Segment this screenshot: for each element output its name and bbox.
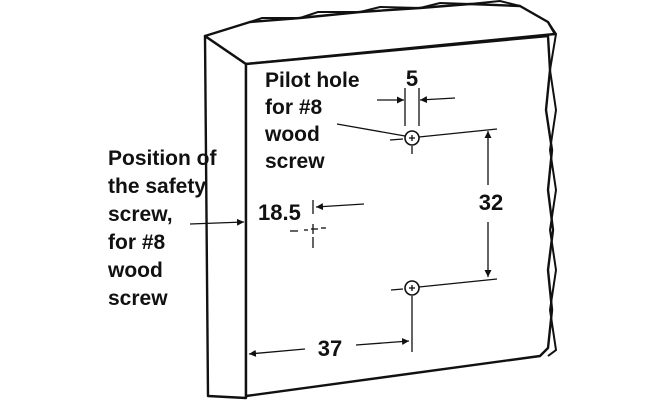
panel-broken-edge bbox=[547, 21, 558, 357]
pilot-hole-callout-line-2: for #8 bbox=[265, 96, 323, 119]
pilot-hole-leader bbox=[336, 123, 406, 137]
pilot-hole-callout-line-3: wood bbox=[264, 123, 320, 146]
panel-side-face bbox=[203, 34, 248, 400]
safety-screw-callout-line-2: the safety bbox=[108, 175, 206, 198]
safety-screw-callout-line-6: screw bbox=[108, 287, 168, 310]
safety-screw-leader bbox=[189, 218, 245, 226]
safety-screw-callout-line-1: Position of bbox=[108, 147, 217, 170]
safety-screw-callout-line-5: wood bbox=[107, 259, 163, 282]
dimension-18-5-label: 18.5 bbox=[258, 200, 301, 225]
panel bbox=[203, 0, 558, 400]
pilot-hole-callout: Pilot hole for #8 wood screw bbox=[264, 69, 365, 173]
panel-top-broken-edge bbox=[249, 0, 521, 23]
dimension-5: 5 bbox=[377, 66, 456, 126]
safety-screw-callout-line-3: screw, bbox=[108, 203, 173, 226]
dimension-5-label: 5 bbox=[406, 66, 418, 91]
dimension-37-label: 37 bbox=[318, 336, 342, 361]
safety-screw-callout-line-4: for #8 bbox=[108, 231, 166, 254]
dimension-32: 32 bbox=[479, 131, 503, 277]
pilot-hole-callout-line-4: screw bbox=[265, 150, 325, 173]
upper-pilot-hole bbox=[389, 128, 498, 154]
lower-pilot-hole bbox=[390, 278, 498, 352]
safety-screw-mark bbox=[290, 200, 326, 248]
dimension-37: 37 bbox=[248, 336, 410, 361]
dimension-18-5: 18.5 bbox=[258, 200, 365, 225]
safety-screw-callout: Position of the safety screw, for #8 woo… bbox=[107, 147, 222, 310]
dimension-32-label: 32 bbox=[479, 190, 503, 215]
pilot-hole-callout-line-1: Pilot hole bbox=[265, 69, 360, 92]
